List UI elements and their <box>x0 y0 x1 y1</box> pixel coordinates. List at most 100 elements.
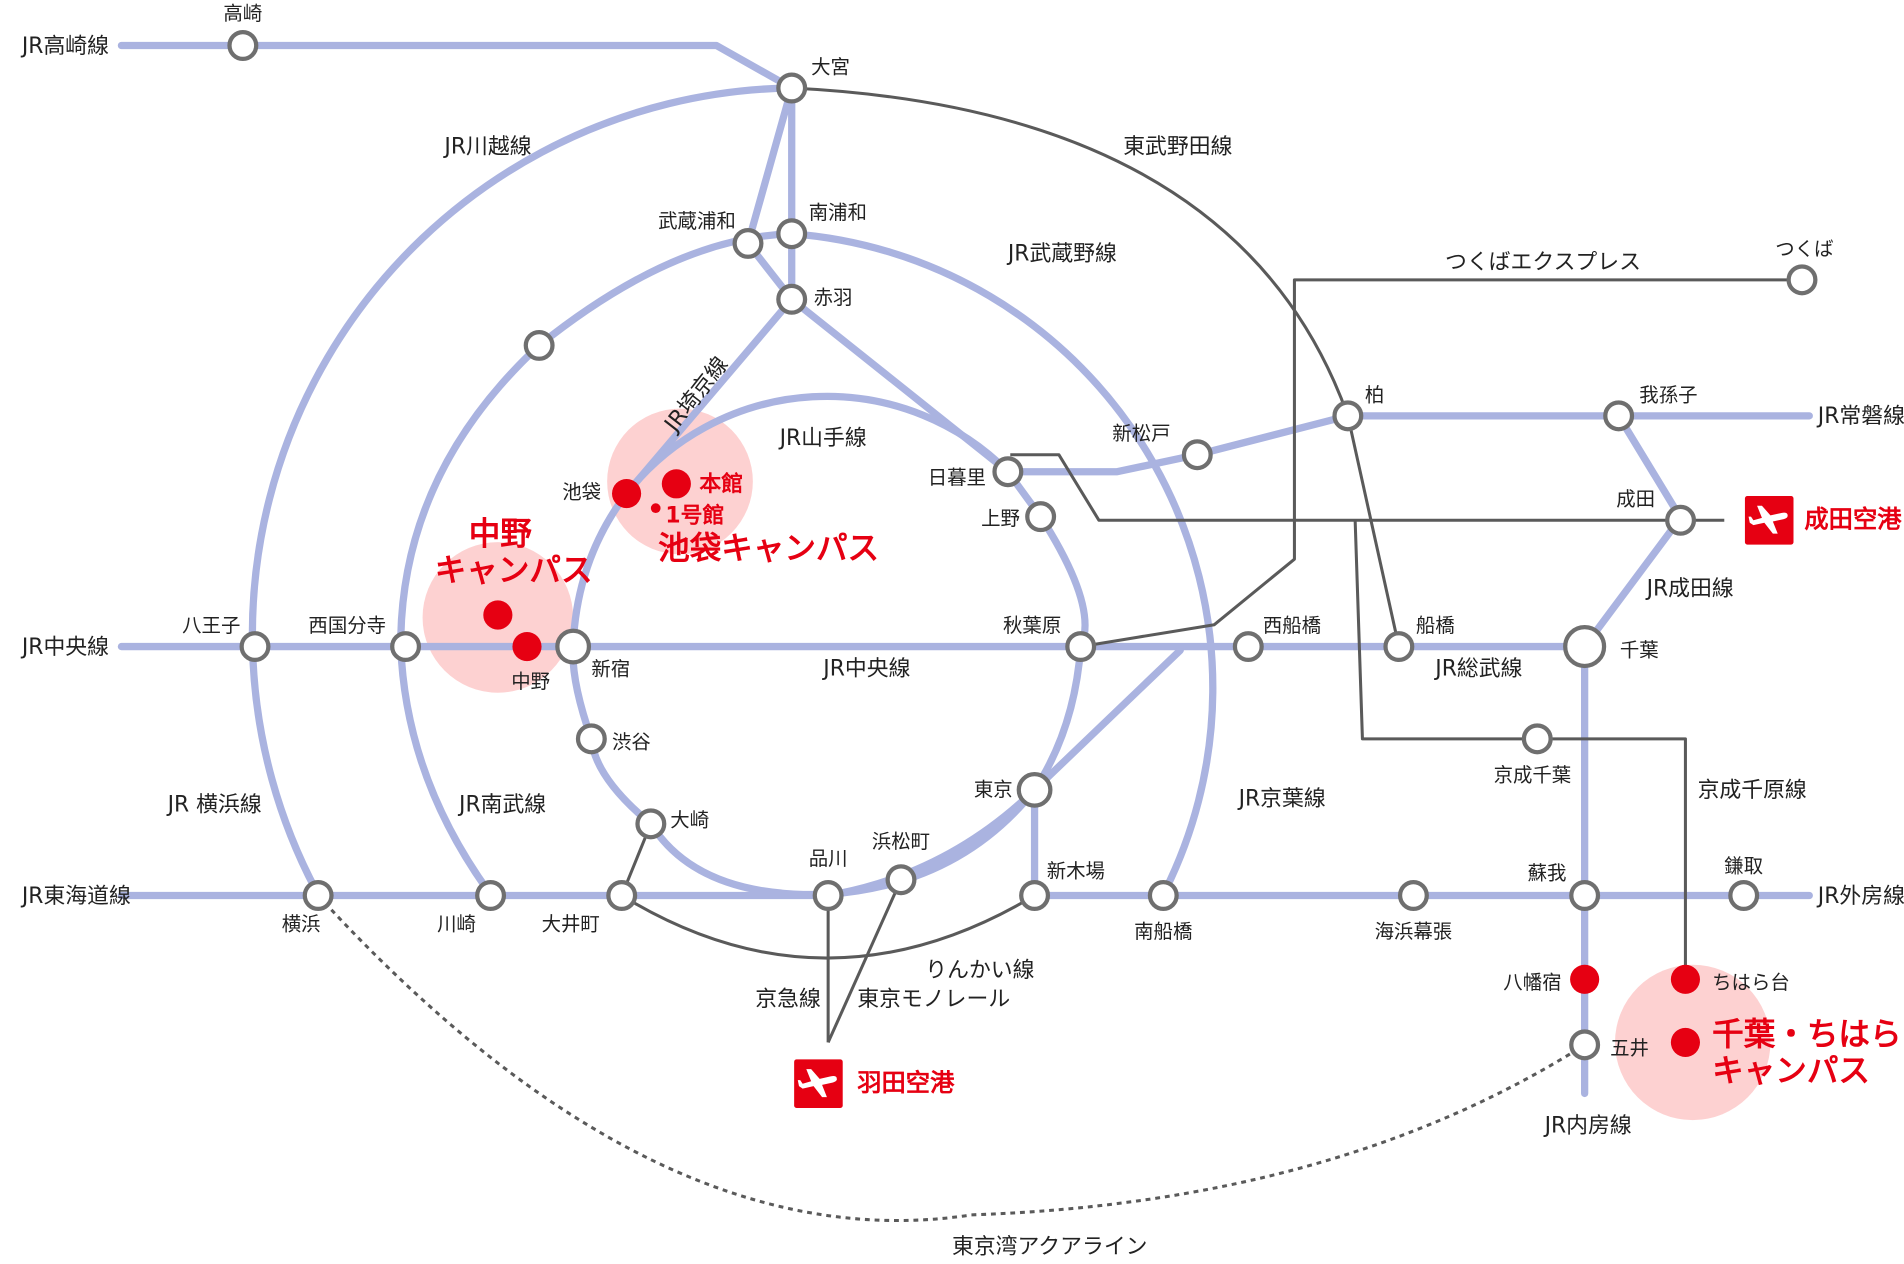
station-osaki[interactable] <box>635 808 667 840</box>
station-label-soga: 蘇我 <box>1528 862 1567 885</box>
station-label-nishikokubunji: 西国分寺 <box>308 614 386 637</box>
campus-label-nakano-1: 中野 <box>469 517 533 553</box>
station-label-tsukuba: つくば <box>1775 238 1833 261</box>
station-label-shinagawa: 品川 <box>809 847 848 870</box>
station-goi[interactable] <box>1569 1029 1601 1061</box>
station-label-hachioji: 八王子 <box>182 614 240 637</box>
station-omiya[interactable] <box>776 72 808 104</box>
saikyo-tohoku-line <box>744 84 796 303</box>
station-hamamatsucho[interactable] <box>885 864 917 896</box>
keisei-line <box>1010 453 1725 522</box>
station-unnamed[interactable] <box>523 329 555 361</box>
station-musashi-urawa[interactable] <box>732 227 764 259</box>
campus-label-ikebukuro: 池袋キャンパス <box>658 531 879 567</box>
campus-chiba-dot[interactable] <box>1670 1027 1700 1057</box>
monorail-line <box>826 879 903 1044</box>
keihin-to-tokyo <box>824 786 1039 900</box>
station-label-nishi-funabashi: 西船橋 <box>1263 614 1321 637</box>
campus-nakano-dot[interactable] <box>483 600 513 630</box>
line-label-chuo-left: JR中央線 <box>20 635 109 660</box>
station-label-osaki: 大崎 <box>670 808 709 831</box>
station-shibuya[interactable] <box>575 723 607 755</box>
station-label-nakano: 中野 <box>511 670 550 693</box>
station-funabashi[interactable] <box>1383 631 1415 663</box>
takasaki-line <box>117 41 796 92</box>
station-nippori[interactable] <box>992 456 1024 488</box>
campus-label-chiba-1: 千葉・ちはら台 <box>1712 1017 1904 1053</box>
line-label-joban: JR常磐線 <box>1816 404 1904 429</box>
station-shinkiba[interactable] <box>1019 880 1051 911</box>
station-label-kaihin-makuhari: 海浜幕張 <box>1375 920 1453 943</box>
station-label-musashi-urawa: 武蔵浦和 <box>658 210 736 233</box>
station-label-kamatori: 鎌取 <box>1724 854 1763 877</box>
line-label-keisei-chihara: 京成千原線 <box>1698 778 1807 803</box>
station-label-omiya: 大宮 <box>811 55 850 78</box>
line-label-keiyo: JR京葉線 <box>1237 787 1326 812</box>
station-label-ueno: 上野 <box>981 507 1020 530</box>
line-label-aqualine: 東京湾アクアライン <box>952 1235 1148 1260</box>
station-chiba[interactable] <box>1563 625 1607 669</box>
station-label-yokohama: 横浜 <box>282 913 321 936</box>
line-label-sotobo: JR外房線 <box>1816 884 1904 909</box>
line-label-narita: JR成田線 <box>1645 577 1734 602</box>
station-oimachi[interactable] <box>606 880 638 911</box>
station-abiko[interactable] <box>1603 400 1635 432</box>
station-kamatori[interactable] <box>1728 880 1760 911</box>
station-label-ikebukuro: 池袋 <box>562 480 601 503</box>
station-akabane[interactable] <box>776 283 808 315</box>
line-label-kawagoe: JR川越線 <box>442 135 531 160</box>
kawagoe-yokohama-line <box>248 84 796 898</box>
airport-label-haneda: 羽田空港 <box>857 1068 955 1097</box>
station-label-funabashi: 船橋 <box>1416 614 1455 637</box>
station-tsukuba[interactable] <box>1786 264 1818 296</box>
station-label-nippori: 日暮里 <box>928 466 986 489</box>
aqualine <box>317 894 1586 1222</box>
line-label-chuo-center: JR中央線 <box>821 657 910 682</box>
campus-station-yawatajuku[interactable] <box>1570 964 1600 994</box>
station-label-narita: 成田 <box>1616 488 1655 511</box>
line-label-rinkai: りんかい線 <box>925 958 1034 983</box>
campus-station-nakano[interactable] <box>512 632 542 662</box>
campus-station-ikebukuro[interactable] <box>612 479 642 509</box>
station-shinagawa[interactable] <box>812 880 844 911</box>
campus-station-chiharadai[interactable] <box>1670 964 1700 994</box>
tsukuba-express <box>1080 278 1802 649</box>
station-shinjuku[interactable] <box>555 628 592 665</box>
campus-building-1[interactable] <box>650 503 661 513</box>
station-narita[interactable] <box>1665 504 1697 536</box>
station-keisei-chiba[interactable] <box>1521 723 1553 755</box>
narita-airplane-icon <box>1744 496 1794 545</box>
station-hachioji[interactable] <box>239 631 271 663</box>
station-nishi-funabashi[interactable] <box>1232 631 1264 663</box>
station-label-chiba: 千葉 <box>1620 638 1659 661</box>
line-label-takasaki: JR高崎線 <box>20 34 109 59</box>
station-shin-matsudo[interactable] <box>1181 439 1213 471</box>
line-label-sobu: JR総武線 <box>1433 657 1522 682</box>
station-label-shinkiba: 新木場 <box>1047 859 1105 882</box>
station-kawasaki[interactable] <box>475 880 507 911</box>
station-label-oimachi: 大井町 <box>542 913 600 936</box>
campus-label-building-1: 1号館 <box>665 503 724 529</box>
station-soga[interactable] <box>1569 880 1601 911</box>
station-label-shin-matsudo: 新松戸 <box>1112 422 1170 445</box>
station-label-chiharadai: ちはら台 <box>1712 971 1790 994</box>
station-nishikokubunji[interactable] <box>390 631 422 663</box>
line-label-tokaido: JR東海道線 <box>20 884 131 909</box>
station-akihabara[interactable] <box>1065 631 1097 663</box>
station-kashiwa[interactable] <box>1332 400 1364 432</box>
campus-label-chiba-2: キャンパス <box>1712 1053 1870 1089</box>
station-tokyo[interactable] <box>1016 771 1053 808</box>
station-yokohama[interactable] <box>302 880 334 911</box>
line-label-tsukuba-express: つくばエクスプレス <box>1445 250 1641 275</box>
station-takasaki[interactable] <box>227 30 259 61</box>
station-label-keisei-chiba: 京成千葉 <box>1494 763 1572 786</box>
line-label-tobu-noda: 東武野田線 <box>1123 135 1232 160</box>
station-minami-funabashi[interactable] <box>1147 880 1179 911</box>
station-minami-urawa[interactable] <box>776 218 808 250</box>
keiyo-line <box>1030 786 1813 900</box>
station-kaihin-makuhari[interactable] <box>1397 880 1429 911</box>
station-label-shinjuku: 新宿 <box>591 658 630 681</box>
station-ueno[interactable] <box>1025 501 1057 533</box>
campus-main-building[interactable] <box>661 469 691 499</box>
